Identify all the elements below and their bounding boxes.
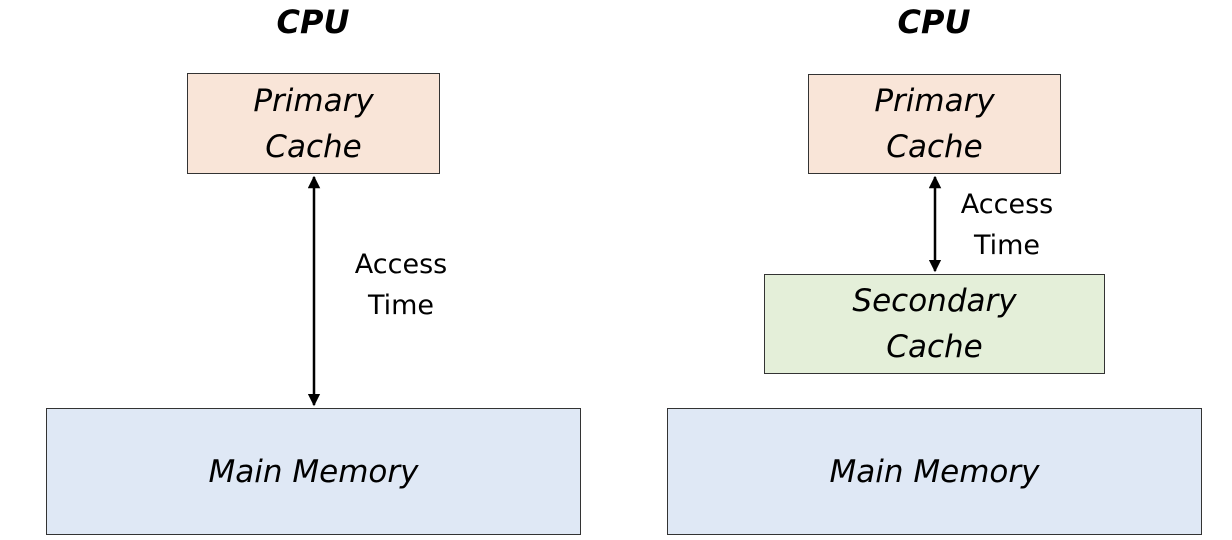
right-primary-cache-box: Primary Cache [808,74,1061,174]
left-primary-cache-label-line1: Primary [253,82,374,119]
right-secondary-cache-label-line2: Cache [886,329,983,365]
left-primary-cache-box: Primary Cache [187,73,440,174]
left-cpu-title: CPU [276,3,350,41]
right-cpu-title: CPU [897,3,971,41]
left-main-memory-box: Main Memory [46,408,581,535]
left-access-time-label: Access Time [331,244,471,326]
right-access-time-line1: Access [960,189,1054,220]
right-primary-cache-label-line2: Cache [886,129,983,165]
right-primary-cache-label-line1: Primary [874,83,995,119]
left-primary-cache-label-line2: Cache [265,128,362,165]
left-access-time-line1: Access [354,249,448,280]
right-main-memory-label: Main Memory [829,453,1040,490]
right-secondary-cache-box: Secondary Cache [764,274,1105,374]
right-main-memory-box: Main Memory [667,408,1202,535]
left-access-time-line2: Time [367,290,435,321]
right-access-time-label: Access Time [937,184,1077,266]
right-secondary-cache-label-line1: Secondary [852,283,1017,319]
left-main-memory-label: Main Memory [208,453,419,490]
right-access-time-line2: Time [973,230,1041,261]
